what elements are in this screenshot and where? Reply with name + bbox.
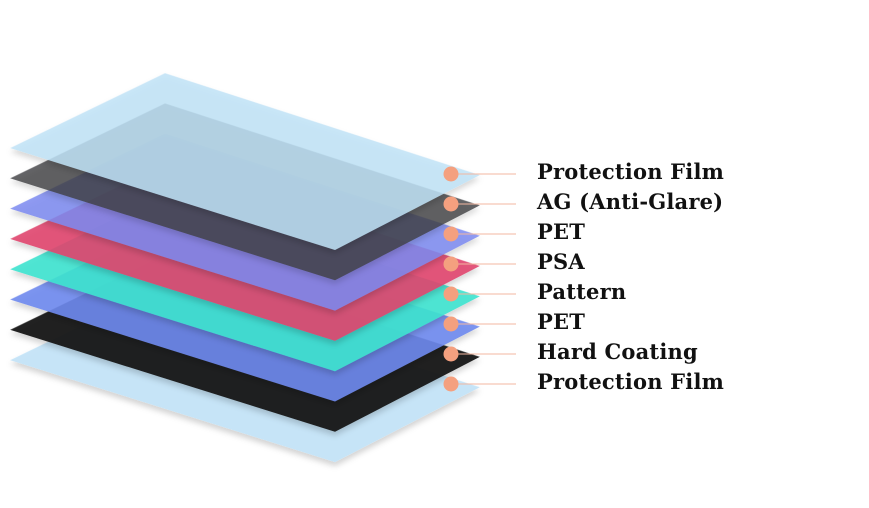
layer-label: Protection Film <box>537 369 725 394</box>
layer-surface <box>10 73 480 250</box>
layer-marker-dot <box>443 196 459 212</box>
layer-marker-dot <box>443 376 459 392</box>
layer-label: Protection Film <box>537 159 725 184</box>
layer-edge <box>9 72 481 176</box>
layer-label: PET <box>537 219 586 244</box>
layer-label: Hard Coating <box>537 339 698 364</box>
layer-marker-dot <box>443 316 459 332</box>
layer-label: PET <box>537 309 586 334</box>
layer-marker-dot <box>443 226 459 242</box>
layer-marker-dot <box>443 286 459 302</box>
layer-label: Pattern <box>537 279 627 304</box>
layer-marker-dot <box>443 346 459 362</box>
layer-sheet <box>9 72 481 250</box>
layer-marker-dot <box>443 256 459 272</box>
layer-label: PSA <box>537 249 585 274</box>
layer-label: AG (Anti-Glare) <box>537 189 724 214</box>
layer-marker-dot <box>443 166 459 182</box>
